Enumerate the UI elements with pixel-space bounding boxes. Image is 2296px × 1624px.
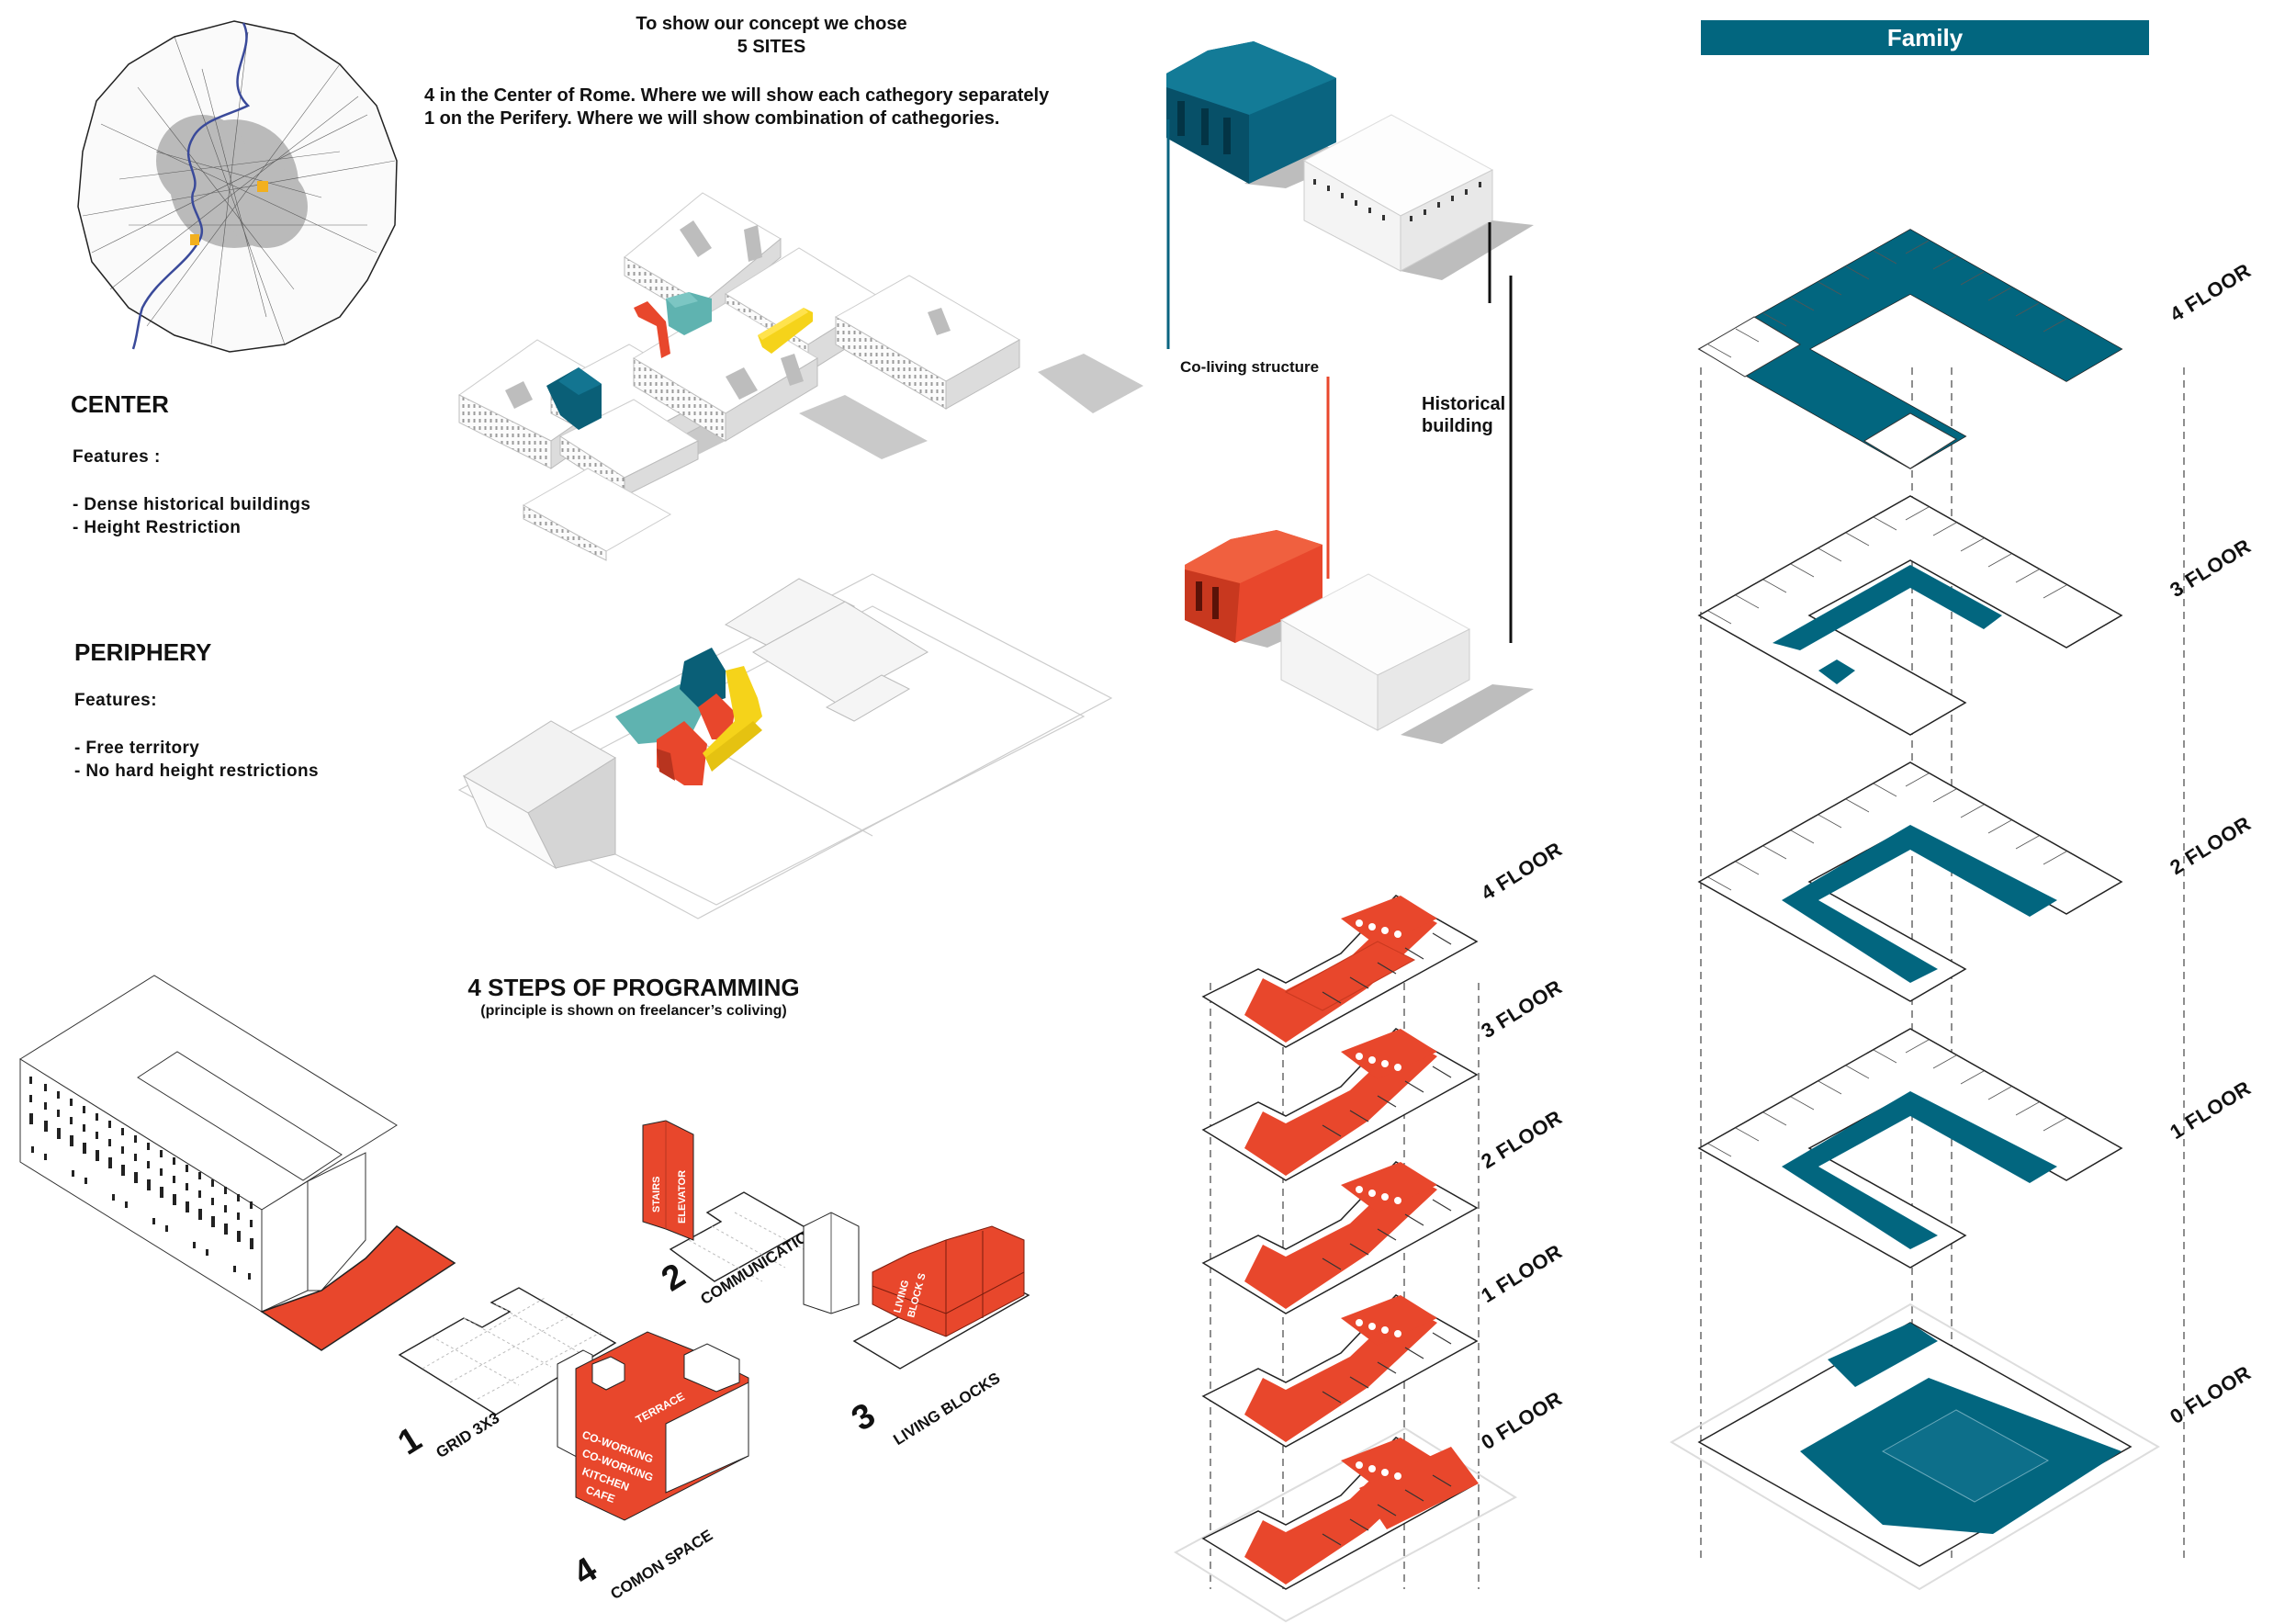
map-boundary [77, 20, 398, 353]
map-marker [257, 181, 268, 192]
historical-building [1302, 114, 1494, 272]
rome-map [77, 20, 398, 353]
living-unit-grid [665, 1382, 749, 1494]
shadow [1401, 684, 1534, 744]
intro-line-1: To show our concept we chose [636, 14, 907, 34]
site-elderly [758, 308, 813, 354]
family-floor-label: 3 FLOOR [2166, 534, 2256, 603]
intro-line-2: 5 SITES [737, 37, 806, 57]
site-freelancer [657, 694, 735, 785]
center-aerial-view [458, 192, 1143, 561]
roof-volume [683, 1343, 740, 1393]
site-family [680, 648, 726, 707]
historical-building [1279, 573, 1471, 731]
family-header: Family [1701, 20, 2149, 55]
family-floor-label: 4 FLOOR [2166, 258, 2256, 327]
map-streets [82, 31, 396, 345]
freelancer-floor-stack [1174, 895, 1517, 1623]
map-density [156, 115, 308, 248]
periphery-features-label: Features: [74, 691, 158, 710]
family-floor-plan [1670, 1303, 2160, 1591]
coliving-structure-label: Co-living structure [1180, 358, 1320, 376]
freelancer-floor-plan [1201, 1161, 1479, 1314]
industrial-sheds [724, 578, 929, 722]
leader-lines [1166, 276, 1513, 643]
intro-line-3: 4 in the Center of Rome. Where we will s… [424, 85, 1050, 106]
periphery-aerial-view [457, 573, 1113, 919]
step-1-grid-diagram [398, 1287, 617, 1415]
family-floor-plan [1697, 761, 2123, 1002]
periphery-feature: - Free territory [74, 739, 200, 758]
freelancer-floor-plan [1201, 1294, 1479, 1448]
stairs-elevator-core [642, 1120, 694, 1241]
site-footprint [260, 1225, 456, 1351]
terrace-volume [591, 1356, 625, 1391]
intro-description: 4 in the Center of Rome. Where we will s… [424, 85, 1049, 130]
warehouse [462, 720, 616, 870]
elevator-tag: ELEVATOR [677, 1170, 688, 1224]
periphery-features-list: - Free territory - No hard height restri… [74, 737, 319, 783]
family-floor-label: 2 FLOOR [2166, 811, 2256, 880]
freelancer-floor-plan [1174, 1427, 1517, 1623]
freelancer-floor-plan [1201, 1028, 1479, 1181]
living-blocks [872, 1225, 1025, 1337]
step-3-living-blocks-diagram: LIVING BLOCK S [803, 1212, 1030, 1370]
step-1-number: 1 [391, 1419, 429, 1463]
freelancer-floor-plan [1201, 895, 1479, 1048]
historical-block [834, 275, 1021, 410]
periphery-feature: - No hard height restrictions [74, 761, 320, 781]
center-title: CENTER [71, 390, 169, 418]
periphery-title: PERIPHERY [74, 638, 212, 666]
family-floor-plan [1697, 229, 2123, 469]
coliving-family-block [1166, 41, 1336, 184]
intro-line-4: 1 on the Perifery. Where we will show co… [424, 108, 1000, 129]
site-students [666, 292, 712, 335]
steps-subtitle: (principle is shown on freelancer’s coli… [480, 1003, 787, 1019]
site-family [546, 367, 602, 430]
family-floor-plan [1697, 495, 2123, 736]
shadow [1401, 220, 1534, 280]
family-floor-plan [1697, 1028, 2123, 1269]
step-2-communication-diagram: STAIRS ELEVATOR [642, 1120, 810, 1282]
center-feature: - Dense historical buildings [73, 495, 311, 514]
center-features-list: - Dense historical buildings - Height Re… [73, 493, 310, 539]
family-floor-label: 1 FLOOR [2166, 1076, 2256, 1145]
step-4-number: 4 [567, 1550, 604, 1594]
family-floor-label: 0 FLOOR [2166, 1360, 2256, 1429]
courtyard [137, 1051, 343, 1181]
historical-label-line-2: building [1422, 416, 1493, 436]
family-floor-stack [1670, 229, 2185, 1591]
center-feature: - Height Restriction [73, 518, 242, 537]
step-3-number: 3 [845, 1395, 883, 1439]
coliving-freelancer-block [1185, 530, 1322, 643]
courtyards [505, 220, 951, 409]
map-river [131, 22, 251, 350]
stair-core [307, 1152, 366, 1291]
step-1-label: GRID 3X3 [433, 1408, 503, 1462]
historical-label-line-1: Historical [1422, 394, 1506, 414]
intro-heading: To show our concept we chose 5 SITES [422, 13, 1120, 59]
massing-family-historical [1166, 41, 1534, 303]
core-outline [803, 1212, 860, 1314]
historical-building-label: Historical building [1422, 393, 1505, 437]
massing-freelancer-historical [1185, 530, 1534, 744]
historical-block [522, 468, 672, 561]
site-elderly [703, 666, 762, 772]
step-4-common-space-diagram: TERRACE CO-WORKING CO-WORKING KITCHEN CA… [557, 1331, 749, 1521]
steps-title: 4 STEPS OF PROGRAMMING [467, 974, 800, 1001]
center-features-label: Features : [73, 447, 161, 467]
site-freelancer [634, 301, 670, 358]
windows [29, 1077, 253, 1280]
map-marker [190, 234, 199, 245]
historical-building-drawing [19, 975, 456, 1351]
stairs-tag: STAIRS [651, 1176, 662, 1212]
